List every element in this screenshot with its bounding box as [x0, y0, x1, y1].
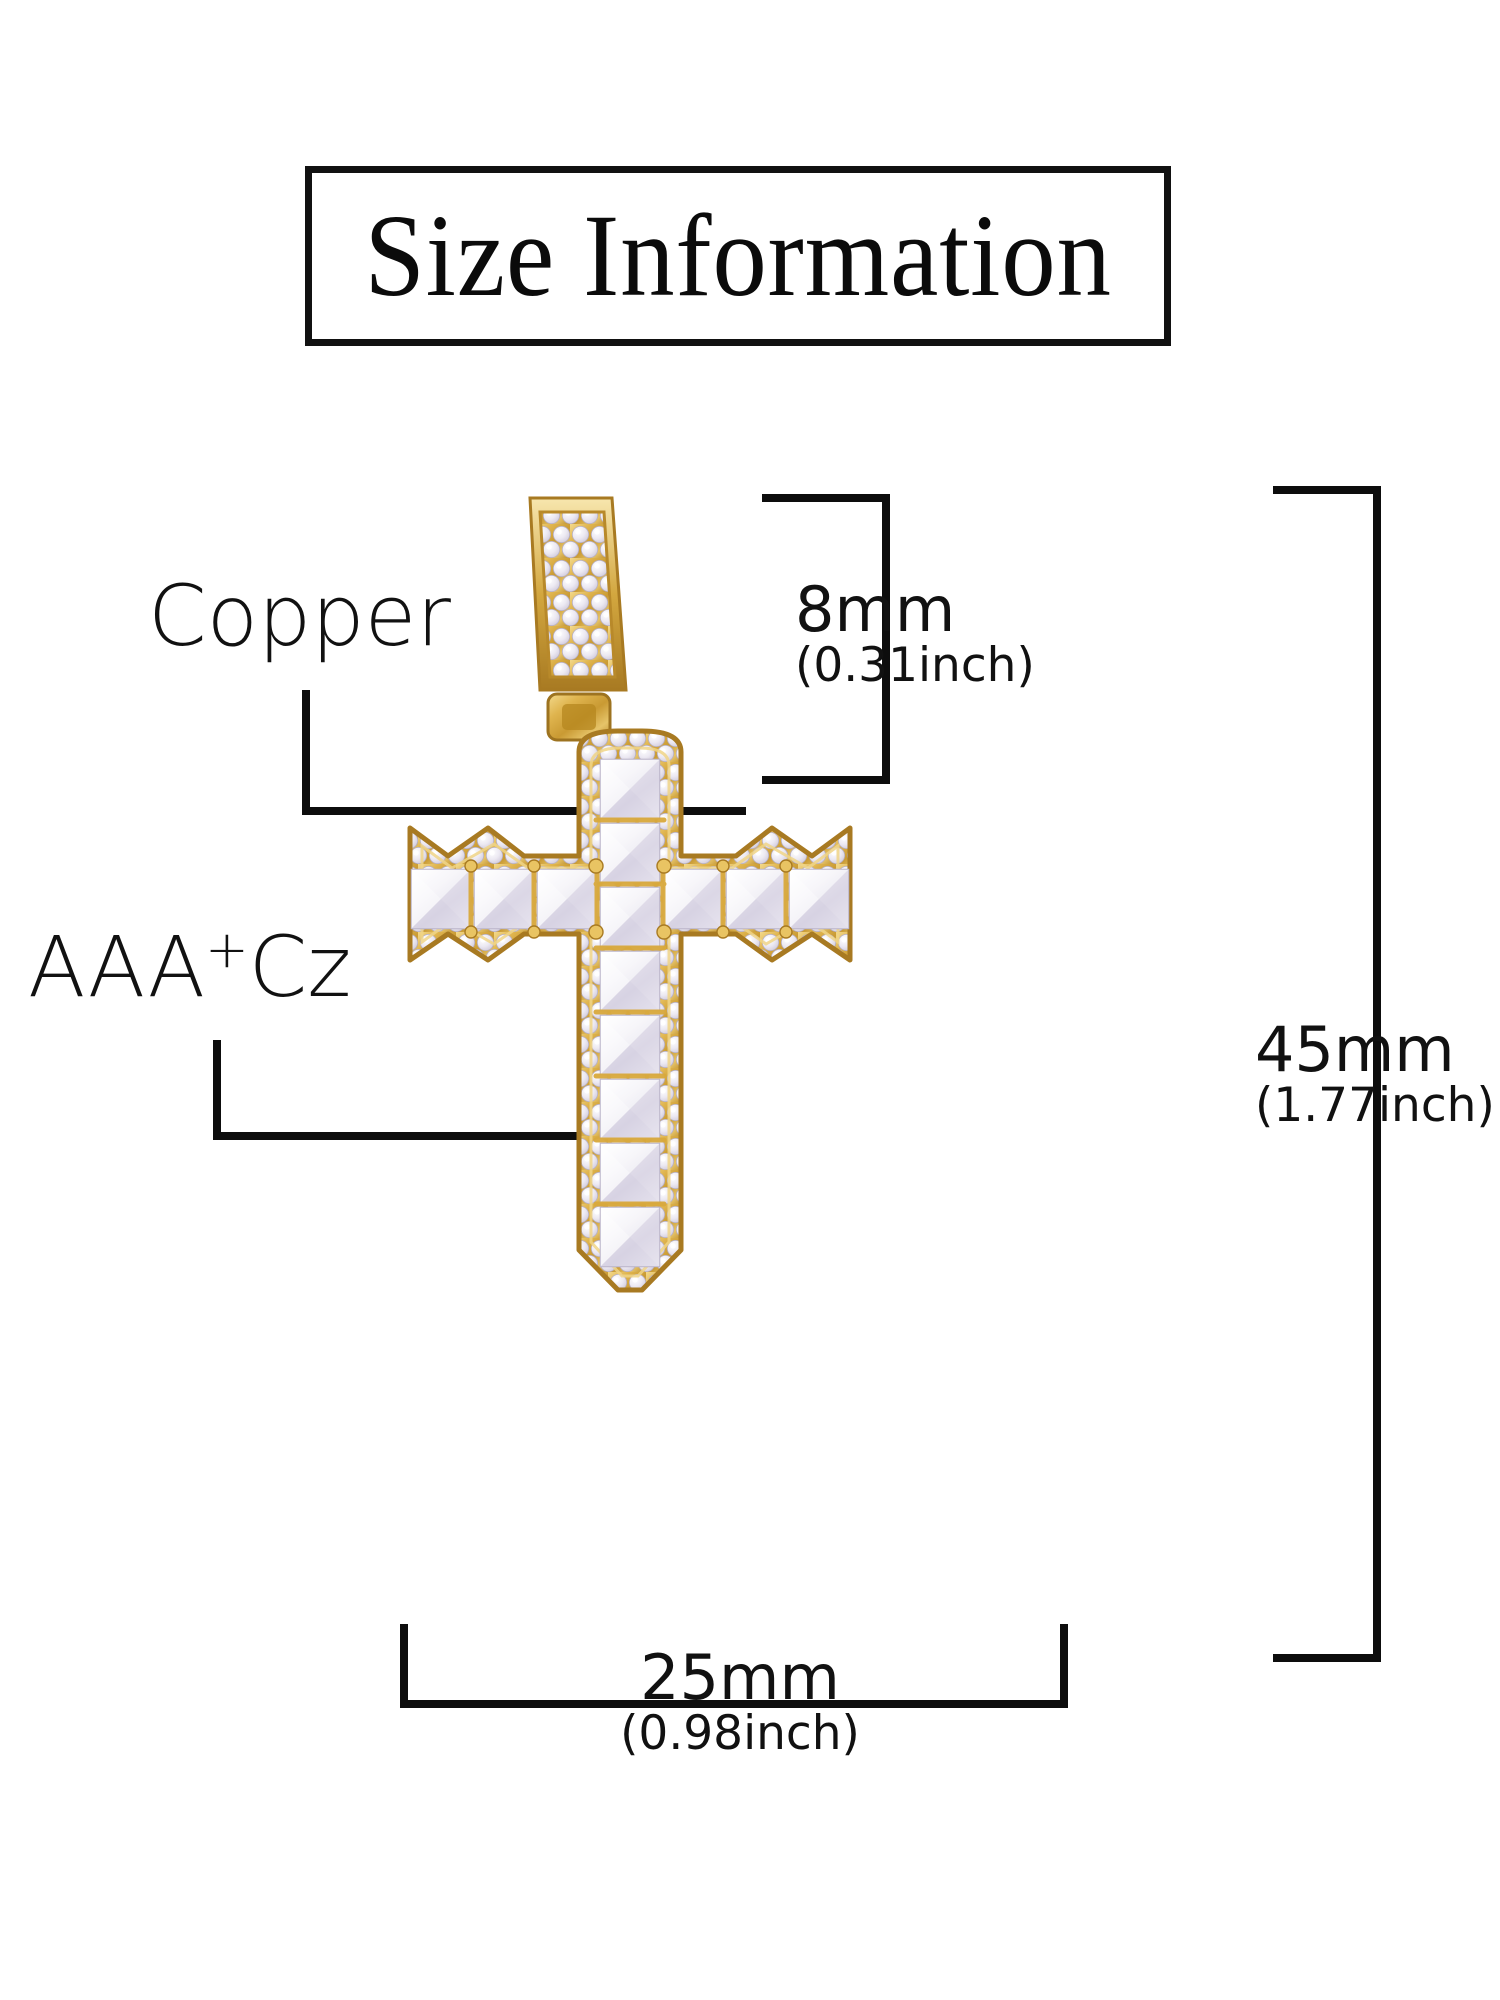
total-width-mm: 25mm: [640, 1641, 840, 1714]
cz-leader-horizontal: [213, 1132, 650, 1140]
cross-pendant-image: [380, 490, 1100, 1680]
bail-height-mm: 8mm: [795, 573, 956, 646]
cross-body: [407, 728, 853, 1293]
total-height-mm: 45mm: [1255, 1013, 1455, 1086]
width-dim-left-arm: [400, 1624, 408, 1708]
height-dim-top-arm: [1273, 486, 1381, 494]
height-dim-vertical: [1373, 486, 1381, 1662]
aaa-cz-tail: Cz: [248, 918, 352, 1016]
title-box: Size Information: [305, 166, 1171, 346]
width-dim-right-arm: [1060, 1624, 1068, 1708]
width-dim-baseline: [400, 1700, 1068, 1708]
dimension-total-width: 25mm (0.98inch): [560, 1646, 920, 1759]
material-label-copper: Copper: [148, 567, 451, 665]
material-label-aaa-cz: AAA+Cz: [28, 918, 351, 1016]
height-dim-bottom-arm: [1273, 1654, 1381, 1662]
aaa-cz-main: AAA: [28, 918, 206, 1016]
bail-dim-vertical: [882, 494, 890, 784]
copper-leader-horizontal: [302, 807, 746, 815]
bail-dim-top-arm: [762, 494, 890, 502]
dimension-bail-height: 8mm (0.31inch): [795, 578, 1035, 691]
bail-height-inch: (0.31inch): [795, 638, 1035, 694]
aaa-cz-superscript: +: [205, 920, 249, 980]
copper-leader-vertical: [302, 690, 310, 815]
pendant-bail: [528, 496, 628, 692]
total-height-inch: (1.77inch): [1255, 1078, 1495, 1134]
page-title: Size Information: [364, 190, 1112, 321]
pendant-connector: [546, 692, 612, 742]
cz-leader-vertical: [213, 1040, 221, 1140]
total-width-inch: (0.98inch): [620, 1706, 860, 1762]
dimension-total-height: 45mm (1.77inch): [1255, 1018, 1500, 1131]
bail-dim-bottom-arm: [762, 776, 890, 784]
